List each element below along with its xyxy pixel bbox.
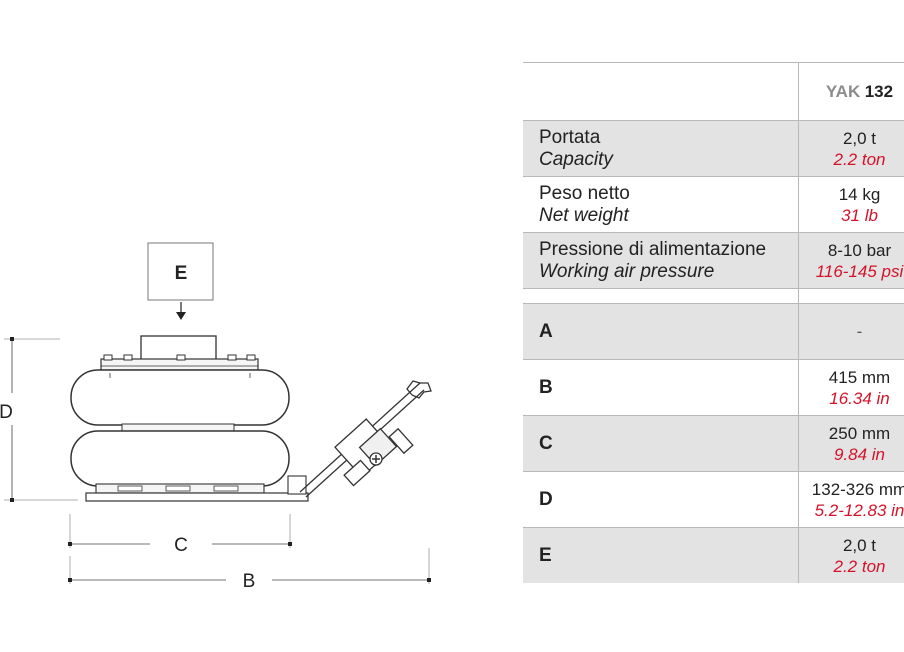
dim-label-e: E [175, 263, 188, 284]
value-imperial: 5.2-12.83 in [814, 500, 904, 520]
value-metric: 132-326 mm [811, 479, 904, 499]
dim-letter: A [539, 320, 553, 342]
dim-letter: E [539, 544, 552, 566]
row-working-air-pressure: Pressione di alimentazione Working air p… [523, 233, 904, 288]
value-imperial: 116-145 psi [815, 261, 904, 281]
model-prefix: YAK [825, 81, 861, 101]
dim-label-b: B [243, 571, 256, 592]
model-name: YAK 132 [798, 62, 904, 120]
value-imperial: 16.34 in [829, 388, 890, 408]
handle [299, 380, 432, 498]
dim-label-d: D [0, 402, 13, 423]
value-metric: 8-10 bar [827, 240, 892, 260]
label-en: Capacity [539, 148, 613, 170]
top-plate [100, 358, 259, 371]
load-box [147, 242, 214, 301]
value-imperial: 31 lb [841, 205, 878, 225]
value-metric: 2,0 t [842, 535, 877, 555]
row-dim-d: D 132-326 mm 5.2-12.83 in [523, 472, 904, 527]
label-it: Peso netto [539, 182, 630, 204]
spec-table: YAK 132 Portata Capacity 2,0 t 2.2 ton P… [523, 62, 904, 583]
value-metric: 415 mm [828, 367, 891, 387]
dim-letter: C [539, 432, 553, 454]
label-en: Net weight [539, 204, 629, 226]
row-dim-b: B 415 mm 16.34 in [523, 360, 904, 415]
value-imperial: 2.2 ton [833, 556, 886, 576]
label-en: Working air pressure [539, 260, 715, 282]
value-imperial: 9.84 in [833, 444, 886, 464]
model-number: 132 [864, 81, 894, 101]
dim-d-tick-bottom [10, 498, 14, 502]
lower-bellow [70, 430, 290, 487]
row-capacity: Portata Capacity 2,0 t 2.2 ton [523, 121, 904, 176]
label-it: Pressione di alimentazione [539, 238, 767, 260]
row-net-weight: Peso netto Net weight 14 kg 31 lb [523, 177, 904, 232]
row-dim-a: A - [523, 304, 904, 359]
table-header-row: YAK 132 [523, 62, 904, 120]
value-metric: 14 kg [838, 184, 881, 204]
row-dim-c: C 250 mm 9.84 in [523, 416, 904, 471]
upper-bellow [70, 369, 290, 426]
air-jack-technical-drawing: E D C [0, 242, 432, 592]
dim-letter: B [539, 376, 553, 398]
label-it: Portata [539, 126, 601, 148]
base-frame [85, 492, 309, 502]
row-dim-e: E 2,0 t 2.2 ton [523, 528, 904, 583]
dim-label-c: C [174, 535, 188, 556]
value-imperial: 2.2 ton [833, 149, 886, 169]
load-arrow-head [176, 312, 186, 320]
dim-letter: D [539, 488, 553, 510]
value-metric: 2,0 t [842, 128, 877, 148]
dim-d-tick-top [10, 337, 14, 341]
value-metric: - [856, 321, 863, 341]
value-metric: 250 mm [828, 423, 891, 443]
